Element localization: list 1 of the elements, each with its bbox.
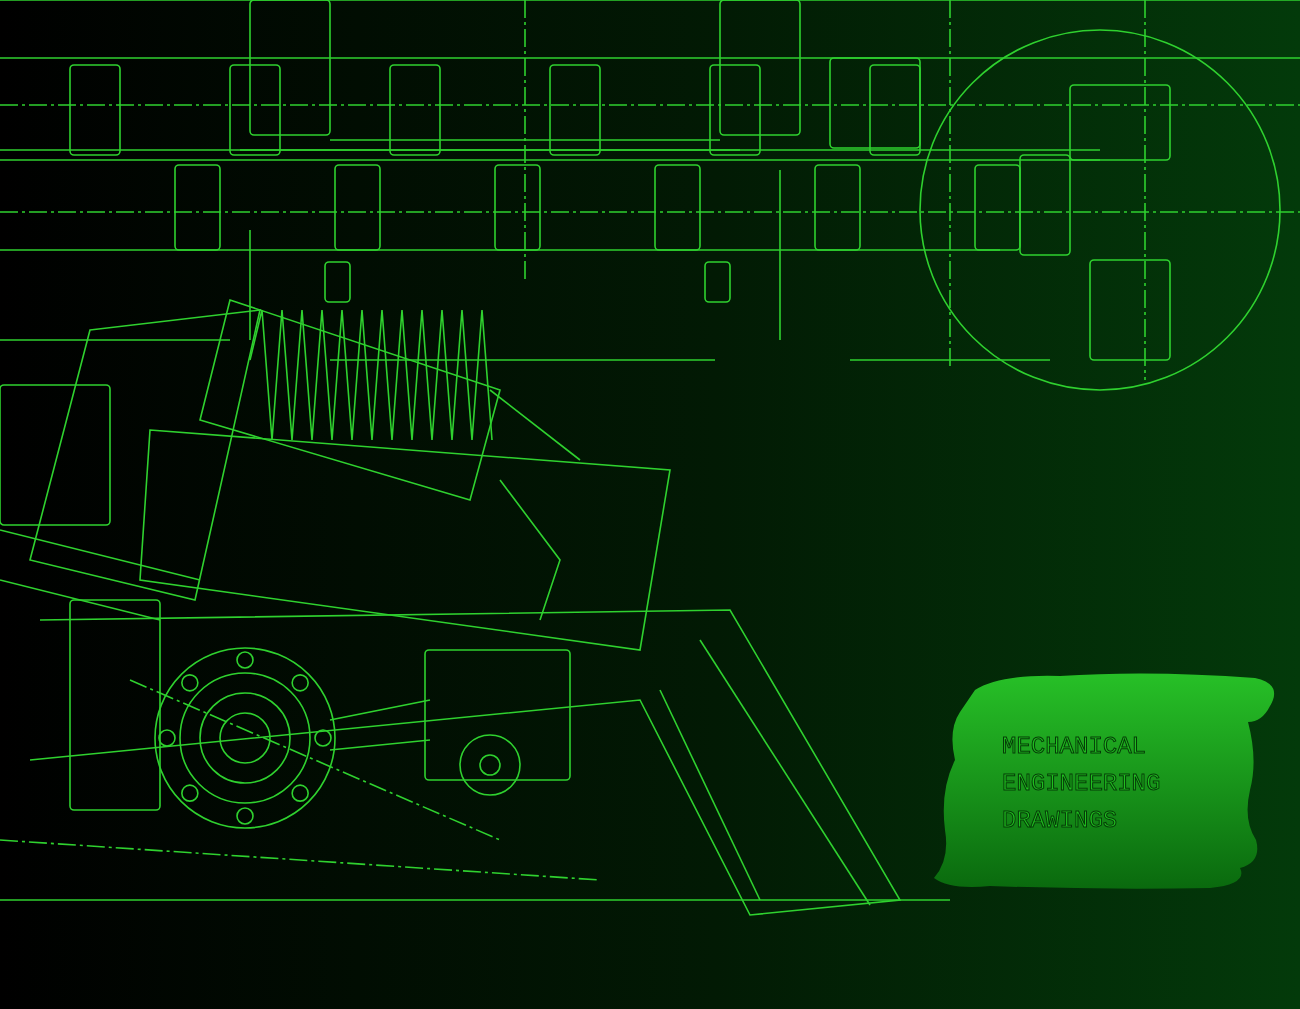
title-text: MECHANICAL ENGINEERING DRAWINGS (1002, 732, 1161, 836)
